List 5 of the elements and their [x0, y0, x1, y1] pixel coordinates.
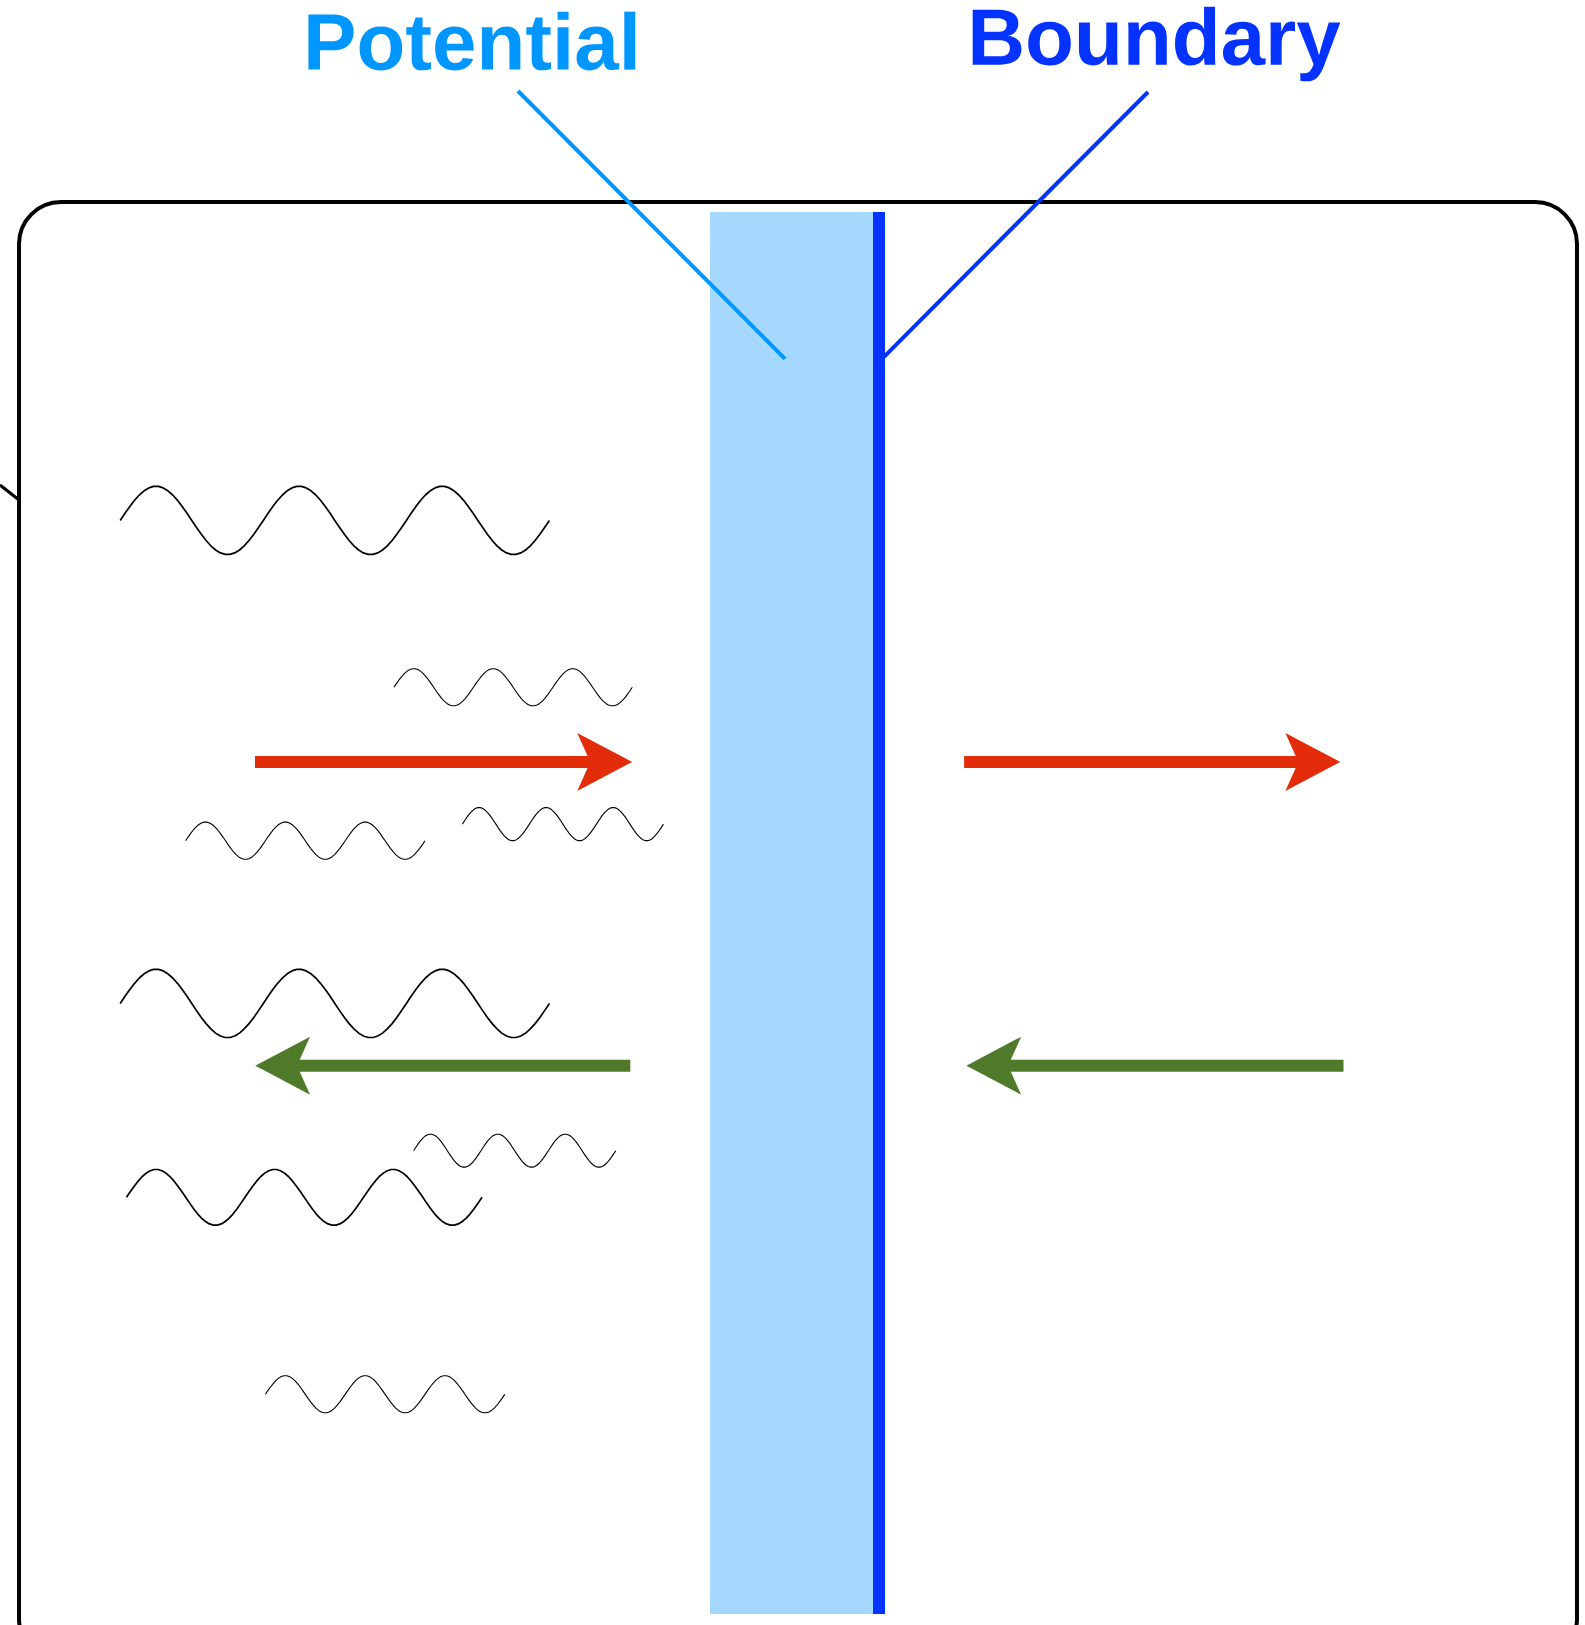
callout-label: Potential [308, 11, 636, 71]
band [710, 212, 873, 1614]
leader-line [516, 89, 787, 361]
leader-line [882, 90, 1150, 359]
callout-label: Boundary [972, 6, 1341, 82]
